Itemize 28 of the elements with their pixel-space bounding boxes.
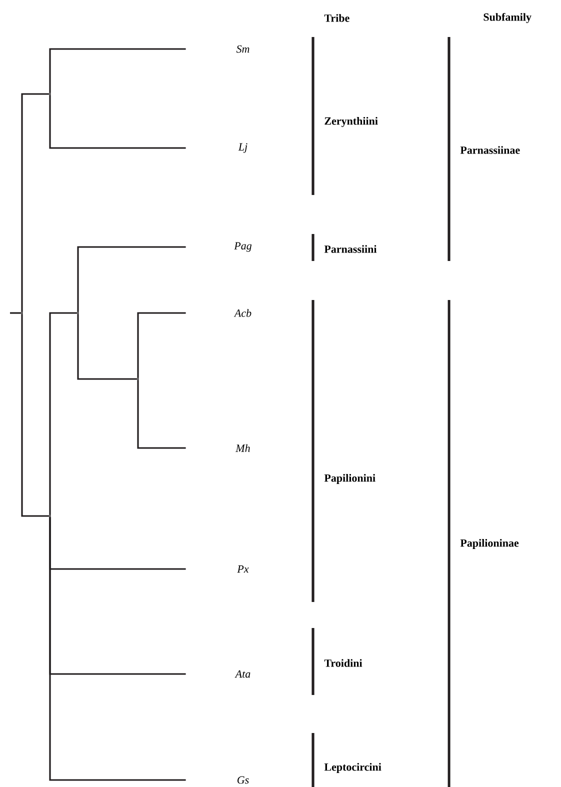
branch-line — [21, 93, 49, 312]
branch-line — [137, 380, 186, 449]
species-label: Lj — [238, 143, 248, 153]
branch-line — [49, 48, 186, 93]
species-label: Mh — [236, 444, 250, 452]
species-label: Ata — [234, 670, 250, 678]
species-label: Px — [237, 565, 249, 573]
group-label: Papilioninae — [460, 539, 519, 549]
group-label: Parnassiini — [324, 245, 377, 253]
branch-line — [49, 517, 186, 781]
group-label: Parnassiinae — [460, 146, 520, 154]
branch-line — [49, 95, 186, 149]
species-label: Acb — [234, 309, 252, 317]
branch-line — [77, 246, 186, 312]
group-label: Leptocircini — [324, 763, 382, 773]
branch-line — [49, 312, 77, 515]
group-label: Troidini — [324, 659, 362, 667]
column-heading: Subfamily — [484, 12, 532, 24]
species-label: Sm — [236, 45, 250, 53]
species-label: Pag — [234, 242, 252, 252]
species-label: Gs — [238, 776, 249, 784]
branch-line — [77, 314, 137, 380]
group-label: Zerynthiini — [324, 117, 378, 127]
column-heading: Tribe — [324, 14, 350, 22]
branch-line — [137, 312, 186, 378]
branch-line — [10, 312, 21, 314]
group-label: Papilionini — [324, 474, 376, 484]
branch-line — [21, 314, 49, 517]
